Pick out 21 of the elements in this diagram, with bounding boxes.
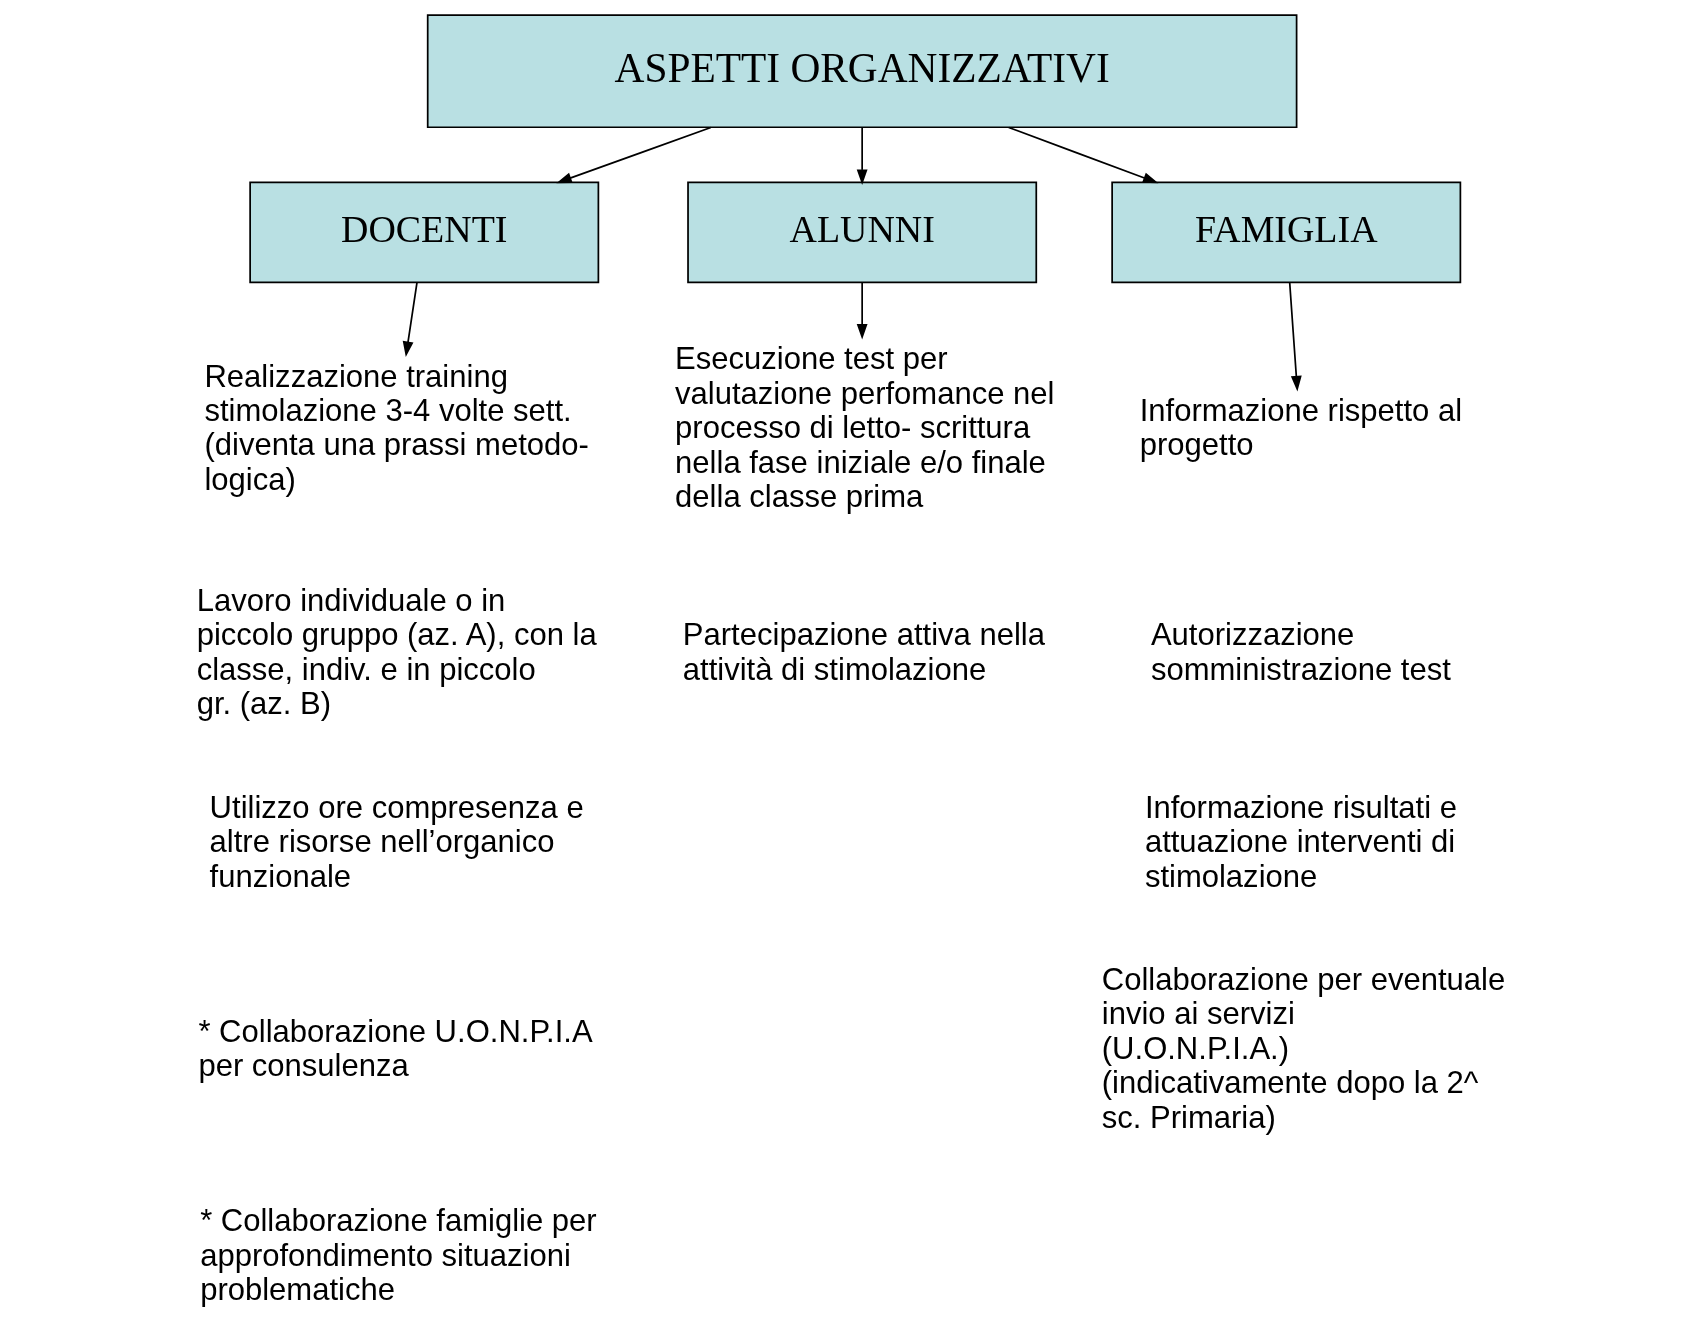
arrow <box>556 126 712 184</box>
node-text: Esecuzione test per valutazione perfomance nel processo di letto- scrittura nella fase iniziale e/o finale della classe prima <box>675 341 1055 515</box>
node-text: Informazione rispetto al progetto <box>1139 393 1463 463</box>
arrow <box>856 126 868 185</box>
node-box: ALUNNI <box>687 181 1038 284</box>
label: Partecipazione attiva nella attività di stimolazione <box>682 617 1045 687</box>
node-box: ASPETTI ORGANIZZATIVI <box>426 14 1298 129</box>
arrow <box>1007 126 1159 184</box>
label: Utilizzo ore compresenza e altre risorse nell’organico funzionale <box>209 789 584 894</box>
label: Autorizzazione somministrazione test <box>1150 617 1451 687</box>
arrow <box>856 281 868 340</box>
label: Lavoro individuale o in piccolo gruppo (az. A), con la classe, indiv. e in piccolo gr. (az. B) <box>196 582 597 722</box>
arrow <box>402 281 418 357</box>
label: Collaborazione per eventuale invio ai servizi (U.O.N.P.I.A.) (indicativamente dopo la 2^ sc. Primaria) <box>1101 961 1506 1135</box>
node-text: Realizzazione training stimolazione 3-4 volte sett. (diventa una prassi metodo- logica) <box>204 358 589 497</box>
node-box: FAMIGLIA <box>1111 181 1462 284</box>
label: * Collaborazione U.O.N.P.I.A per consulenza <box>198 1013 593 1084</box>
label: * Collaborazione famiglie per approfondimento situazioni problematiche <box>200 1203 597 1308</box>
arrow <box>1288 281 1302 392</box>
node-box: DOCENTI <box>249 181 600 284</box>
label: Informazione risultati e attuazione interventi di stimolazione <box>1144 789 1457 894</box>
